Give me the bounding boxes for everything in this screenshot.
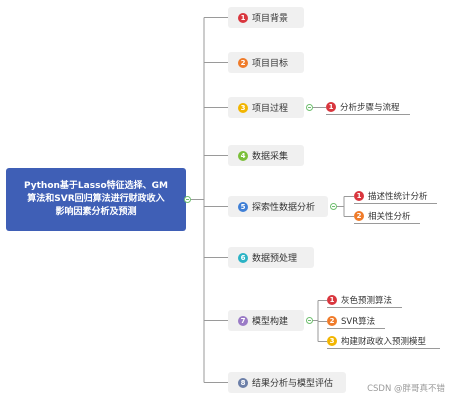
number-badge-icon: 5 <box>238 201 248 212</box>
subnode-descriptive-stats[interactable]: 1 描述性统计分析 <box>354 190 428 202</box>
subnode-correlation[interactable]: 2 相关性分析 <box>354 210 411 222</box>
number-badge-icon: 1 <box>327 295 337 305</box>
root-topic-line-3: 影响因素分析及预测 <box>55 207 137 217</box>
model-building-collapse-toggle[interactable] <box>306 317 313 324</box>
node-eda[interactable]: 5 探索性数据分析 <box>228 196 328 217</box>
node-project-goal[interactable]: 2 项目目标 <box>228 52 304 73</box>
node-label: 项目背景 <box>252 14 289 24</box>
number-badge-icon: 8 <box>238 377 248 388</box>
subnode-label: 描述性统计分析 <box>368 192 428 202</box>
number-badge-icon: 6 <box>238 252 248 263</box>
subbranch-connector-line <box>313 300 327 342</box>
number-badge-icon: 4 <box>238 150 248 161</box>
project-process-collapse-toggle[interactable] <box>306 104 313 111</box>
node-label: 结果分析与模型评估 <box>252 379 334 389</box>
subnode-label: SVR算法 <box>341 317 376 327</box>
subnode-svr[interactable]: 2 SVR算法 <box>327 315 375 327</box>
subnode-grey-prediction[interactable]: 1 灰色预测算法 <box>327 294 392 306</box>
root-collapse-toggle[interactable] <box>184 196 191 203</box>
node-data-preprocessing[interactable]: 6 数据预处理 <box>228 247 314 268</box>
subnode-label: 构建财政收入预测模型 <box>341 337 427 347</box>
node-project-background[interactable]: 1 项目背景 <box>228 7 304 28</box>
subbranch-connector-line <box>337 196 354 217</box>
node-project-process[interactable]: 3 项目过程 <box>228 97 304 118</box>
number-badge-icon: 1 <box>354 191 364 201</box>
number-badge-icon: 2 <box>327 316 337 326</box>
subnode-label: 灰色预测算法 <box>341 296 393 306</box>
node-label: 探索性数据分析 <box>252 203 316 213</box>
node-label: 模型构建 <box>252 317 289 327</box>
root-topic-line-2: 算法和SVR回归算法进行财政收入 <box>27 194 165 204</box>
number-badge-icon: 2 <box>354 211 364 221</box>
number-badge-icon: 3 <box>327 336 337 346</box>
node-label: 数据采集 <box>252 152 289 162</box>
node-label: 数据预处理 <box>252 254 298 264</box>
subnode-analysis-steps[interactable]: 1 分析步骤与流程 <box>326 101 400 113</box>
node-data-collection[interactable]: 4 数据采集 <box>228 145 304 166</box>
number-badge-icon: 3 <box>238 102 248 113</box>
node-model-building[interactable]: 7 模型构建 <box>228 310 304 331</box>
number-badge-icon: 2 <box>238 57 248 68</box>
number-badge-icon: 7 <box>238 315 248 326</box>
eda-collapse-toggle[interactable] <box>330 203 337 210</box>
node-result-analysis[interactable]: 8 结果分析与模型评估 <box>228 372 346 393</box>
root-topic[interactable]: Python基于Lasso特征选择、GM 算法和SVR回归算法进行财政收入 影响… <box>6 168 186 231</box>
subnode-label: 分析步骤与流程 <box>340 103 400 113</box>
subnode-fiscal-model[interactable]: 3 构建财政收入预测模型 <box>327 335 426 347</box>
number-badge-icon: 1 <box>238 12 248 23</box>
node-label: 项目过程 <box>252 104 289 114</box>
root-topic-line-1: Python基于Lasso特征选择、GM <box>24 181 168 191</box>
subnode-label: 相关性分析 <box>368 212 411 222</box>
node-label: 项目目标 <box>252 59 289 69</box>
number-badge-icon: 1 <box>326 102 336 112</box>
watermark: CSDN @胖哥真不错 <box>367 384 445 394</box>
